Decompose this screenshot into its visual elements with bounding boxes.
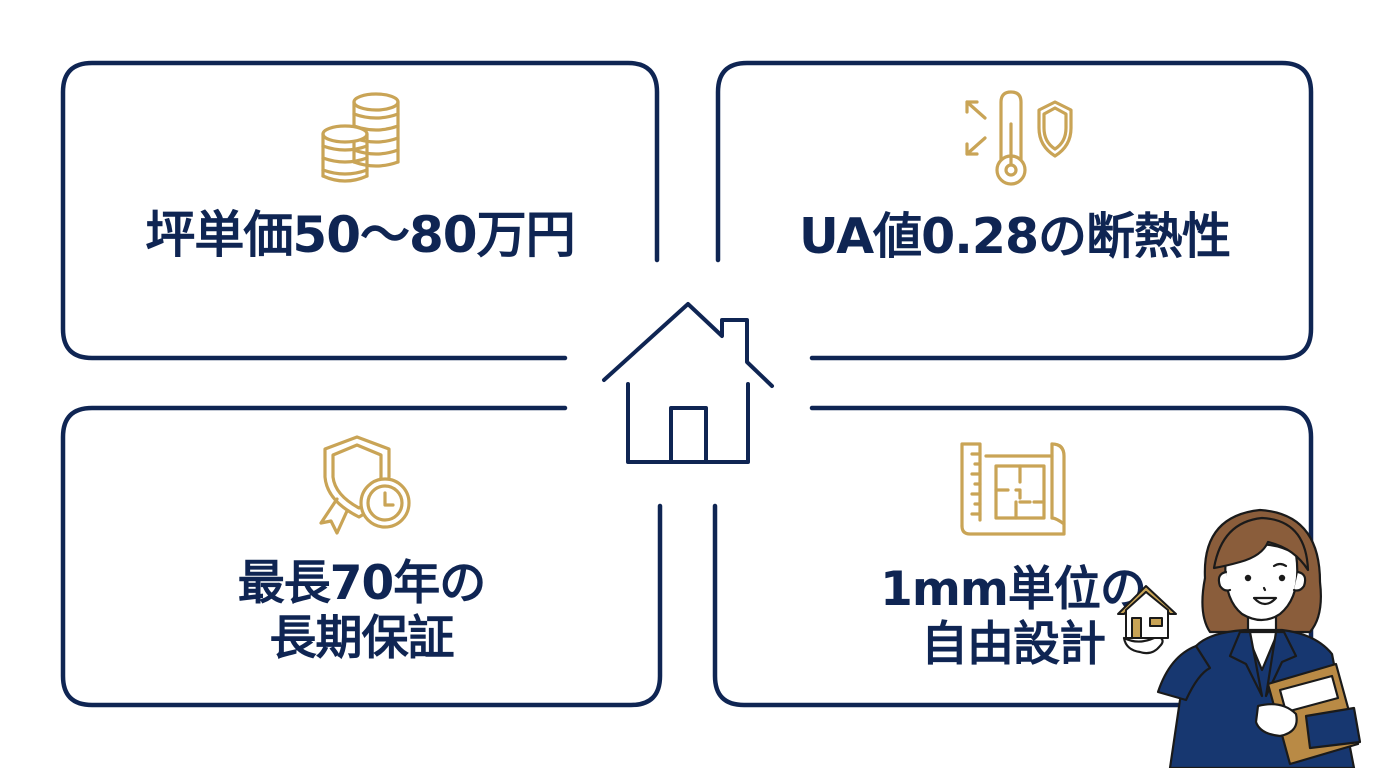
shield-clock-badge-icon — [318, 435, 411, 535]
house-icon — [602, 302, 774, 464]
feature-insulation-text: UA値0.28の断熱性 — [798, 208, 1231, 265]
consultant-illustration — [1117, 508, 1362, 768]
frame-top-left — [60, 60, 660, 361]
feature-design-line-1: 1mm単位の — [880, 562, 1147, 617]
feature-warranty: 最長70年の 長期保証 — [63, 433, 660, 667]
feature-price: 坪単価50〜80万円 — [63, 88, 657, 265]
thermometer-shield-icon — [964, 90, 1073, 186]
feature-warranty-line-2: 長期保証 — [269, 611, 455, 667]
feature-price-text: 坪単価50〜80万円 — [145, 206, 575, 264]
feature-design-line-2: 自由設計 — [921, 617, 1106, 673]
coin-stack-icon — [321, 92, 400, 183]
feature-insulation: UA値0.28の断熱性 — [718, 88, 1311, 266]
blueprint-ruler-icon — [959, 442, 1066, 536]
frame-bottom-left — [60, 405, 663, 708]
feature-warranty-line-1: 最長70年の — [237, 556, 486, 611]
frame-top-right — [715, 60, 1314, 361]
feature-design: 1mm単位の 自由設計 — [715, 438, 1311, 673]
